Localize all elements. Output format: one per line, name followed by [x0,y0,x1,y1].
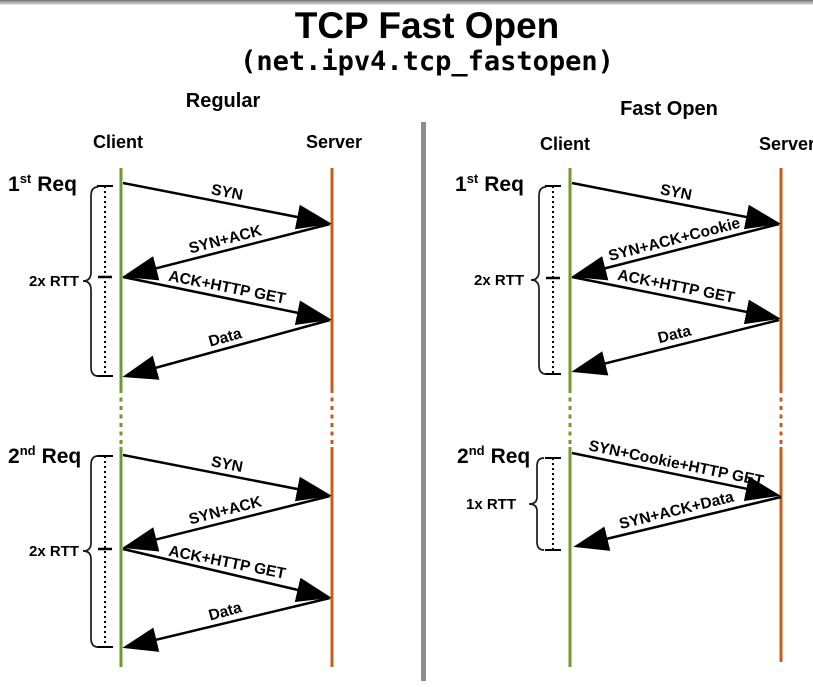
message-arrow [571,222,780,281]
fastopen-diagram-title: Fast Open [620,98,718,120]
page-subtitle: (net.ipv4.tcp_fastopen) [240,46,614,77]
rtt-label: 2x RTT [474,272,524,289]
regular-diagram-title: Regular [186,90,261,112]
message-label: SYN [210,453,245,476]
regular-server-label: Server [306,132,362,152]
rtt-label: 1x RTT [466,496,516,513]
message-arrow [571,181,781,230]
message-arrow [122,453,332,502]
message-label: SYN+ACK+Data [618,488,736,533]
page-title: TCP Fast Open [295,5,560,46]
message-arrow [122,275,332,325]
rtt-brace [530,186,547,375]
fastopen-server-label: Server [759,134,813,154]
divider-line [421,122,426,681]
fastopen-client-label: Client [540,134,590,154]
message-arrow [122,494,331,552]
rtt-brace [528,457,545,551]
message-arrow [122,318,331,380]
message-arrow [122,596,331,652]
regular-client-label: Client [93,132,143,152]
top-edge-bar [0,0,813,5]
rtt-label: 2x RTT [29,543,79,560]
message-arrow [122,222,331,281]
message-arrow [571,275,781,325]
message-label: Data [207,325,244,350]
message-label: SYN [210,181,245,204]
rtt-label: 2x RTT [29,273,79,290]
message-label: ACK+HTTP GET [167,268,288,308]
message-arrow [571,451,781,501]
rtt-brace [82,455,99,648]
message-label: SYN+Cookie+HTTP GET [587,437,765,490]
message-arrow [122,547,332,603]
message-label: SYN [659,181,694,204]
message-label: SYN+ACK [187,222,264,257]
rtt-brace [82,186,99,377]
message-label: ACK+HTTP GET [616,267,737,307]
message-arrow [573,495,782,551]
message-arrow [122,181,332,230]
message-arrow [571,318,780,376]
message-label: ACK+HTTP GET [167,543,288,583]
